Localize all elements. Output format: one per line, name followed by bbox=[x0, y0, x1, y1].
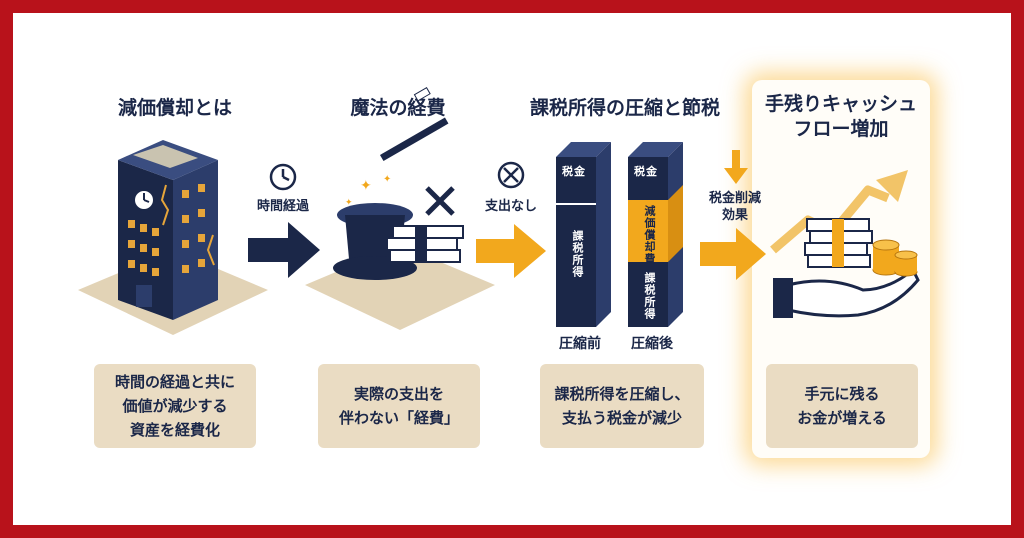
step2-caption: 実際の支出を 伴わない「経費」 bbox=[318, 364, 480, 448]
step3-caption-line1: 課税所得を圧縮し、 bbox=[554, 385, 690, 403]
step4-title-line1: 手残りキャッシュ bbox=[764, 93, 917, 115]
svg-text:✦: ✦ bbox=[345, 198, 353, 208]
arrow1 bbox=[248, 222, 320, 278]
step2-caption-line1: 実際の支出を bbox=[353, 385, 444, 403]
step4-caption-line2: お金が増える bbox=[797, 409, 887, 427]
building-side bbox=[173, 160, 218, 320]
step4-title-line2: フロー増加 bbox=[793, 118, 889, 140]
cash-stack-icon bbox=[804, 218, 873, 268]
bar-after-label: 圧縮後 bbox=[631, 336, 673, 352]
clock-icon bbox=[269, 163, 297, 191]
no-cash-icon bbox=[497, 161, 525, 189]
svg-text:✦: ✦ bbox=[383, 174, 391, 185]
arrow3-label-line2: 効果 bbox=[721, 208, 748, 223]
arrow3-label-line1: 税金削減 bbox=[708, 191, 761, 206]
step1-caption: 時間の経過と共に 価値が減少する 資産を経費化 bbox=[94, 364, 256, 448]
arrow2 bbox=[476, 224, 546, 278]
step4-caption: 手元に残る お金が増える bbox=[766, 364, 918, 448]
step3-title: 課税所得の圧縮と節税 bbox=[529, 97, 720, 119]
arrow3 bbox=[700, 228, 766, 280]
bar-after-income: 課税所得 bbox=[643, 272, 656, 320]
bar-before bbox=[556, 142, 611, 327]
cross-icon bbox=[425, 186, 455, 216]
step2-title: 魔法の経費 bbox=[350, 97, 446, 119]
step3-caption-line2: 支払う税金が減少 bbox=[561, 409, 682, 427]
bar-after-depreciation: 減価償却費 bbox=[643, 205, 656, 265]
cash-hand-illustration bbox=[770, 170, 920, 318]
step3-caption: 課税所得を圧縮し、 支払う税金が減少 bbox=[540, 364, 704, 448]
cash-stack-icon bbox=[386, 225, 464, 263]
step4-caption-line1: 手元に残る bbox=[804, 385, 880, 403]
building-front bbox=[118, 160, 173, 320]
bar-before-label: 圧縮前 bbox=[559, 336, 601, 352]
coin-stack-icon bbox=[872, 239, 918, 277]
building-illustration bbox=[78, 140, 268, 335]
bar-after-tax: 税金 bbox=[634, 165, 658, 178]
step1-caption-line2: 価値が減少する bbox=[122, 397, 228, 415]
down-arrow-icon bbox=[724, 150, 748, 184]
magic-hat-illustration: ✦ ✦ ✦ bbox=[305, 87, 495, 330]
step1-caption-line1: 時間の経過と共に bbox=[114, 373, 235, 391]
step1-title: 減価償却とは bbox=[117, 97, 232, 119]
bar-before-income: 課税所得 bbox=[571, 230, 584, 278]
svg-text:✦: ✦ bbox=[360, 178, 372, 194]
arrow2-label: 支出なし bbox=[484, 199, 537, 214]
arrow1-label: 時間経過 bbox=[256, 199, 309, 214]
bar-before-tax: 税金 bbox=[562, 165, 586, 178]
step1-caption-line3: 資産を経費化 bbox=[129, 421, 220, 439]
bar-after bbox=[628, 142, 683, 327]
step2-caption-line2: 伴わない「経費」 bbox=[338, 409, 459, 427]
